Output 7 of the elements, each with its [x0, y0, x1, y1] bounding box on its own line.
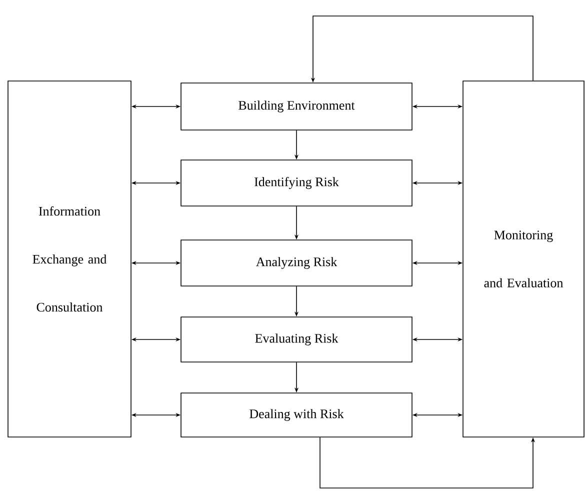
side-box: Information Exchange and Consultation [8, 80, 132, 438]
process-box: Evaluating Risk [180, 316, 412, 362]
process-box: Identifying Risk [180, 160, 412, 206]
process-box: Dealing with Risk [180, 392, 412, 438]
side-box: Monitoring and Evaluation [462, 80, 584, 438]
process-box: Analyzing Risk [180, 240, 412, 286]
process-box: Building Environment [180, 82, 412, 130]
